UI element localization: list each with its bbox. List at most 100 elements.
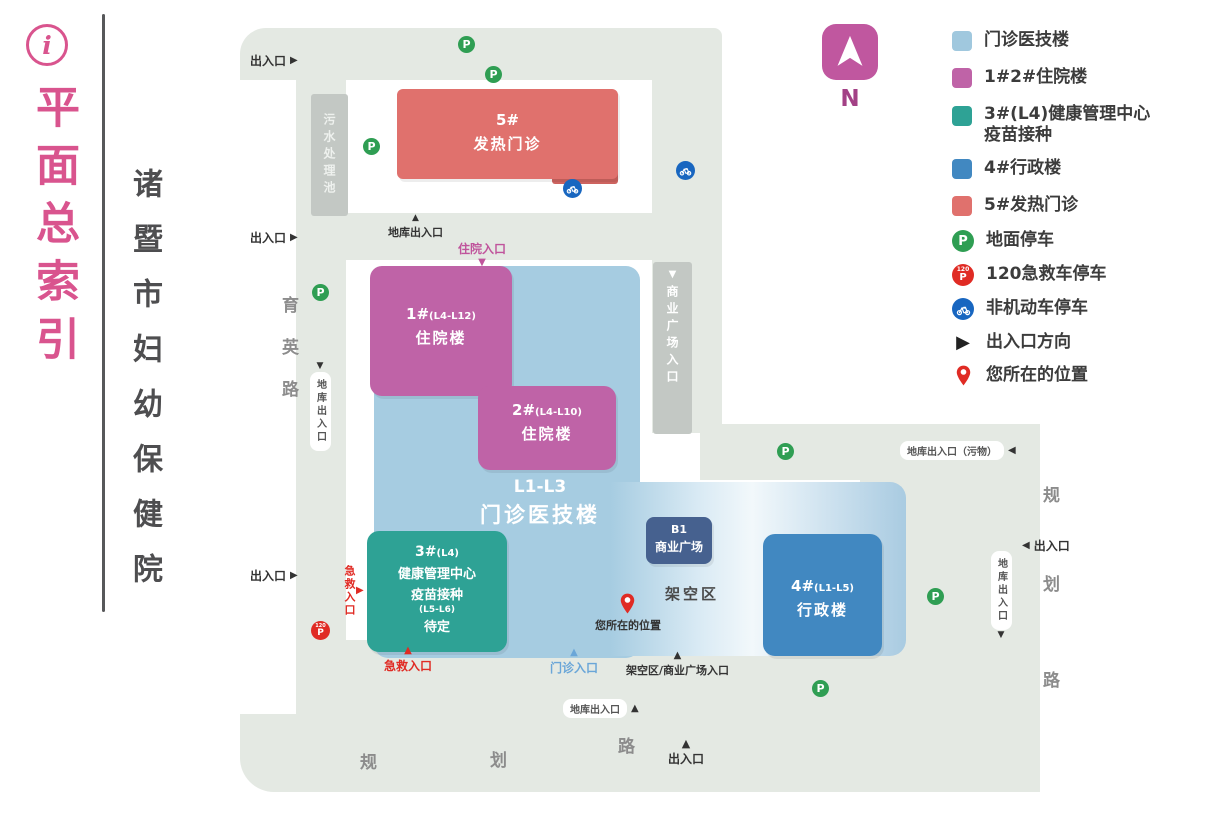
outpatient-entrance-label: 门诊入口 — [550, 661, 599, 675]
parking-letter: P — [781, 445, 790, 458]
arrow-up-icon: ▲ — [404, 645, 412, 656]
street-yuying-road: 育英路 — [278, 296, 298, 422]
legend-label: 出入口方向 — [986, 332, 1071, 352]
outpatient-floors: L1-L3 — [513, 477, 567, 497]
title-divider — [102, 14, 105, 612]
inpatient-entrance-marker: 住院入口 ▼ — [458, 240, 506, 268]
inpatient-building-2: 2#(L4-L10) 住院楼 — [478, 386, 616, 470]
street-guihua-road-right-char: 规 — [1043, 486, 1060, 506]
arrow-right-icon: ▶ — [290, 569, 298, 581]
b1-name: 住院楼 — [415, 329, 467, 347]
legend-label-line2: 疫苗接种 — [984, 125, 1052, 146]
b3-line2: 疫苗接种 — [410, 588, 463, 603]
entrance-label: 出入口 — [250, 231, 287, 245]
legend-swatch-admin — [952, 158, 972, 179]
compass-north-label: N — [840, 86, 860, 112]
legend-item-inpatient: 1#2#住院楼 — [952, 67, 1087, 88]
b1-num: 1# — [406, 305, 430, 323]
parking-letter: P — [489, 68, 498, 81]
legend-item-outpatient: 门诊医技楼 — [952, 30, 1069, 51]
legend-item-parking: P 地面停车 — [952, 230, 1054, 252]
legend-label: 3#(L4)健康管理中心 — [984, 104, 1151, 124]
outpatient-entrance-marker: ▲ 门诊入口 — [550, 648, 598, 676]
arrow-up-icon: ▲ — [673, 650, 682, 661]
location-pin-icon — [952, 364, 974, 387]
legend-label: 5#发热门诊 — [984, 195, 1079, 215]
garage-marker-right-vertical: 地库出入口 ▼ — [986, 551, 1016, 640]
parking-icon: P — [458, 36, 475, 53]
plaza-entrance-bottom-label: 架空区/商业广场入口 — [626, 664, 730, 677]
health-center-building: 3#(L4) 健康管理中心 疫苗接种 (L5-L6) 待定 — [367, 531, 507, 652]
entrance-label: 出入口 — [250, 54, 287, 68]
entrance-label: 出入口 — [668, 752, 705, 766]
b5-num: 5# — [495, 111, 519, 129]
garage-marker-bottom: 地库出入口 ▲ — [563, 699, 639, 718]
arrow-down-icon: ▼ — [997, 630, 1005, 640]
hospital-name: 诸暨市妇幼保健院 — [127, 168, 162, 608]
b5-name: 发热门诊 — [473, 135, 542, 153]
fever-clinic-building: 5# 发热门诊 — [397, 89, 618, 179]
admin-building: 4#(L1-L5) 行政楼 — [763, 534, 882, 656]
b3-line3: 待定 — [423, 620, 450, 635]
arrow-up-icon: ▲ — [570, 647, 578, 658]
plaza-entrance-block-label: 商业广场入口 — [665, 285, 679, 387]
garage-label: 地库出入口 — [388, 226, 443, 239]
you-are-here-label: 您所在的位置 — [595, 619, 661, 632]
parking-letter: P — [931, 590, 940, 603]
garage-label: 地库出入口 — [309, 372, 331, 451]
outpatient-name: 门诊医技楼 — [480, 503, 600, 527]
legend-swatch-fever-clinic — [952, 195, 972, 216]
arrow-up-icon: ▲ — [681, 737, 691, 750]
garage-label: 地库出入口 — [563, 699, 627, 718]
garage-waste-marker: 地库出入口（污物） ◀ — [900, 441, 1016, 460]
inpatient-building-1: 1#(L4-L12) 住院楼 — [370, 266, 512, 396]
street-guihua-road-bottom-char: 规 — [360, 753, 377, 773]
ambulance-parking-letter: P — [959, 272, 967, 283]
arrow-down-icon: ▼ — [478, 257, 486, 268]
entrance-arrow-icon: ▶ — [956, 331, 970, 353]
road-middle-horizontal — [296, 213, 688, 260]
ambulance-parking-120: 120 — [315, 622, 326, 629]
parking-letter: P — [316, 286, 325, 299]
legend-item-bike-parking: 非机动车停车 — [952, 298, 1088, 320]
page-title: 平面总索引 — [28, 84, 79, 374]
north-arrow-icon — [837, 35, 863, 66]
bike-icon — [952, 298, 974, 320]
b2-floors: (L4-L10) — [535, 407, 582, 418]
parking-icon: P — [485, 66, 502, 83]
street-guihua-road-bottom-char: 划 — [490, 751, 507, 771]
legend-item-your-location: 您所在的位置 — [952, 364, 1088, 387]
b3-num: 3# — [415, 544, 437, 560]
arrow-up-icon: ▲ — [412, 213, 419, 223]
b2-num: 2# — [512, 401, 536, 419]
arrow-left-icon: ◀ — [1022, 539, 1030, 551]
inpatient-entrance-label: 住院入口 — [458, 242, 507, 256]
parking-letter: P — [816, 682, 825, 695]
b4-num: 4# — [791, 577, 815, 595]
entrance-label: 出入口 — [1033, 539, 1070, 553]
street-guihua-road-right-char: 划 — [1043, 575, 1060, 595]
bike-parking-icon — [676, 161, 695, 180]
legend-label: 120急救车停车 — [986, 264, 1107, 285]
parking-icon: P — [312, 284, 329, 301]
ambulance-parking-letter: P — [317, 627, 324, 638]
legend-item-health-center: 3#(L4)健康管理中心 疫苗接种 — [952, 104, 1150, 147]
parking-icon: P — [952, 230, 974, 252]
parking-icon: P — [812, 680, 829, 697]
ambulance-parking-icon: 120 P — [952, 264, 974, 286]
entrance-marker-right: ◀ 出入口 — [1022, 537, 1070, 554]
plaza-name: 商业广场 — [654, 540, 703, 554]
parking-letter: P — [958, 233, 968, 249]
legend-item-ambulance-parking: 120 P 120急救车停车 — [952, 264, 1107, 286]
garage-waste-label: 地库出入口（污物） — [900, 441, 1004, 460]
arrow-down-icon: ▼ — [668, 269, 677, 280]
entrance-marker-left-mid: 出入口 ▶ — [250, 229, 298, 246]
b4-name: 行政楼 — [796, 601, 848, 619]
ambulance-parking-120: 120 — [956, 266, 970, 273]
parking-icon: P — [927, 588, 944, 605]
emergency-entrance-vertical-label: 急救入口 — [343, 565, 356, 617]
legend-label: 非机动车停车 — [986, 298, 1088, 319]
garage-label: 地库出入口 — [990, 551, 1012, 630]
garage-marker-top: ▲ 地库出入口 — [388, 214, 443, 240]
